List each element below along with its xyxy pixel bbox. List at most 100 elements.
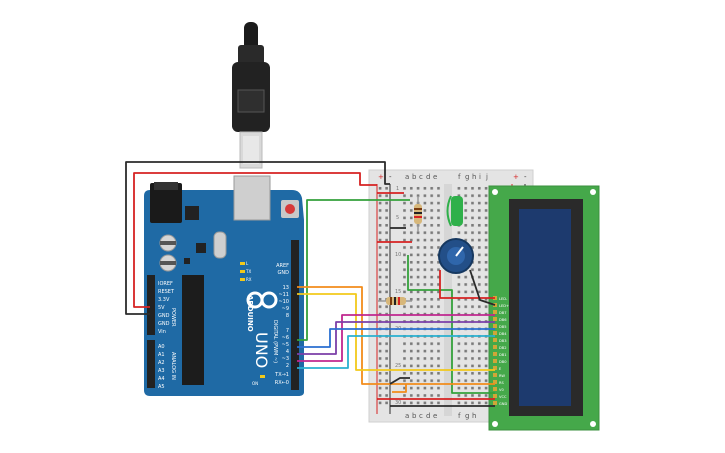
col-label-h-bottom: h — [472, 412, 476, 420]
led-label-tx: TX — [245, 269, 251, 274]
pin-label-ioref: IOREF — [158, 281, 173, 287]
col-label-h: h — [472, 173, 476, 181]
row-label-25: 25 — [395, 363, 401, 369]
col-label-b-bottom: b — [412, 412, 417, 420]
pin-label-11: ~11 — [278, 292, 289, 298]
pin-label-3: ~3 — [282, 356, 289, 362]
power-jack — [150, 183, 182, 223]
pin-label-a0: A0 — [158, 344, 165, 350]
wire-black-bottom[interactable] — [389, 377, 410, 385]
arduino-brand-label: ARDUINO — [246, 295, 254, 332]
lcd-pin-led-minus: LED- — [499, 297, 508, 301]
lcd-pin-db7: DB7 — [499, 311, 507, 315]
pin-label-reset: RESET — [158, 289, 175, 295]
col-label-f-bottom: f — [458, 412, 461, 420]
lcd-pin-led-plus: LED+ — [499, 304, 509, 308]
pin-label-5v: 5V — [158, 305, 165, 311]
col-label-c-bottom: c — [419, 412, 423, 420]
potentiometer-icon[interactable] — [438, 238, 474, 274]
wire-yellow-pin11[interactable] — [297, 293, 495, 371]
wire-pot-black[interactable] — [469, 269, 496, 306]
pin-label-3v3: 3.3V — [158, 297, 170, 303]
lcd-pin-db5: DB5 — [499, 325, 507, 329]
wire-magenta-pin5[interactable] — [297, 314, 495, 362]
capacitor-green-icon[interactable] — [446, 195, 464, 227]
lcd-pin-db4: DB4 — [499, 332, 507, 336]
col-label-e: e — [433, 173, 437, 181]
analog-section-label: ANALOG IN — [170, 352, 176, 380]
pin-label-2: 2 — [286, 363, 289, 369]
col-label-b: b — [412, 173, 417, 181]
lcd-screen — [519, 209, 571, 406]
col-label-g-bottom: g — [465, 412, 469, 420]
rail-minus-label: - — [389, 173, 392, 181]
lcd-16x2-display[interactable]: LED- LED+ DB7 DB6 DB5 DB4 DB3 DB2 DB1 DB… — [488, 185, 600, 431]
digital-header — [291, 240, 299, 390]
rail-plus-label: + — [378, 173, 384, 181]
lcd-pin-db0: DB0 — [499, 360, 507, 364]
arduino-model-label: UNO — [252, 332, 271, 368]
digital-section-label: DIGITAL (PWM ~) — [272, 320, 278, 363]
pin-label-a4: A4 — [158, 376, 165, 382]
pin-label-tx: TX→1 — [274, 372, 289, 378]
pin-label-aref: AREF — [276, 263, 289, 269]
wire-purple-pin4[interactable] — [297, 321, 495, 355]
row-label-15: 15 — [395, 289, 401, 295]
atmega-chip — [182, 275, 204, 385]
power-header — [147, 275, 155, 335]
pin-label-8: 8 — [286, 313, 289, 319]
pin-label-gnd-2: GND — [158, 321, 170, 327]
wire-blue-pin3[interactable] — [297, 328, 495, 348]
col-label-f: f — [458, 173, 461, 181]
on-label: ON — [252, 381, 258, 386]
col-label-j: j — [485, 173, 488, 181]
col-label-i: i — [479, 173, 481, 181]
arduino-uno-board[interactable]: L TX RX ON ARDUINO UNO AREF GND 13 ~11 ~… — [144, 175, 304, 396]
wire-pot-red[interactable] — [439, 270, 495, 299]
pin-label-9: ~9 — [282, 306, 289, 312]
rail-minus-label-right: - — [524, 173, 527, 181]
lcd-pin-v0: V0 — [499, 388, 504, 392]
lcd-pin-vcc: VCC — [499, 395, 507, 399]
resistor-vertical[interactable] — [414, 196, 422, 232]
pin-label-a5: A5 — [158, 384, 165, 390]
col-label-d-bottom: d — [426, 412, 430, 420]
wire-orange-lcd[interactable] — [392, 384, 407, 393]
wire-gnd-black[interactable] — [125, 161, 390, 315]
row-label-30: 30 — [395, 400, 401, 406]
pin-label-gnd-1: GND — [158, 313, 170, 319]
arduino-logo-icon — [246, 291, 278, 309]
wire-green-pin13[interactable] — [297, 199, 410, 341]
lcd-pin-db2: DB2 — [499, 346, 507, 350]
pin-label-4: 4 — [286, 349, 289, 355]
row-label-10: 10 — [395, 252, 401, 258]
col-label-a-bottom: a — [405, 412, 409, 420]
power-section-label: POWER — [170, 308, 176, 327]
led-label-rx: RX — [246, 277, 252, 282]
pin-label-5: ~5 — [282, 342, 289, 348]
col-label-d: d — [426, 173, 430, 181]
wire-5v-red[interactable] — [133, 172, 377, 308]
lcd-pin-db3: DB3 — [499, 339, 507, 343]
col-label-c: c — [419, 173, 423, 181]
resistor-horizontal[interactable] — [378, 297, 412, 305]
wire-green-lcd[interactable] — [407, 255, 495, 394]
row-label-1: 1 — [396, 186, 399, 192]
wire-cyan-pin2[interactable] — [297, 335, 495, 369]
col-label-a: a — [405, 173, 409, 181]
lcd-pin-gnd: GND — [499, 402, 507, 406]
usb-cable[interactable] — [232, 22, 270, 169]
pin-label-a1: A1 — [158, 352, 165, 358]
row-label-5: 5 — [396, 215, 399, 221]
pin-label-10: ~10 — [278, 299, 289, 305]
pin-label-6: ~6 — [282, 335, 289, 341]
usb-socket — [233, 175, 271, 221]
col-label-g: g — [465, 173, 469, 181]
pin-label-a3: A3 — [158, 368, 165, 374]
pin-label-7: 7 — [286, 328, 289, 334]
lcd-pin-db6: DB6 — [499, 318, 507, 322]
lcd-pin-rw: RW — [499, 374, 505, 378]
analog-header — [147, 340, 155, 388]
pin-label-vin: Vin — [158, 329, 166, 335]
